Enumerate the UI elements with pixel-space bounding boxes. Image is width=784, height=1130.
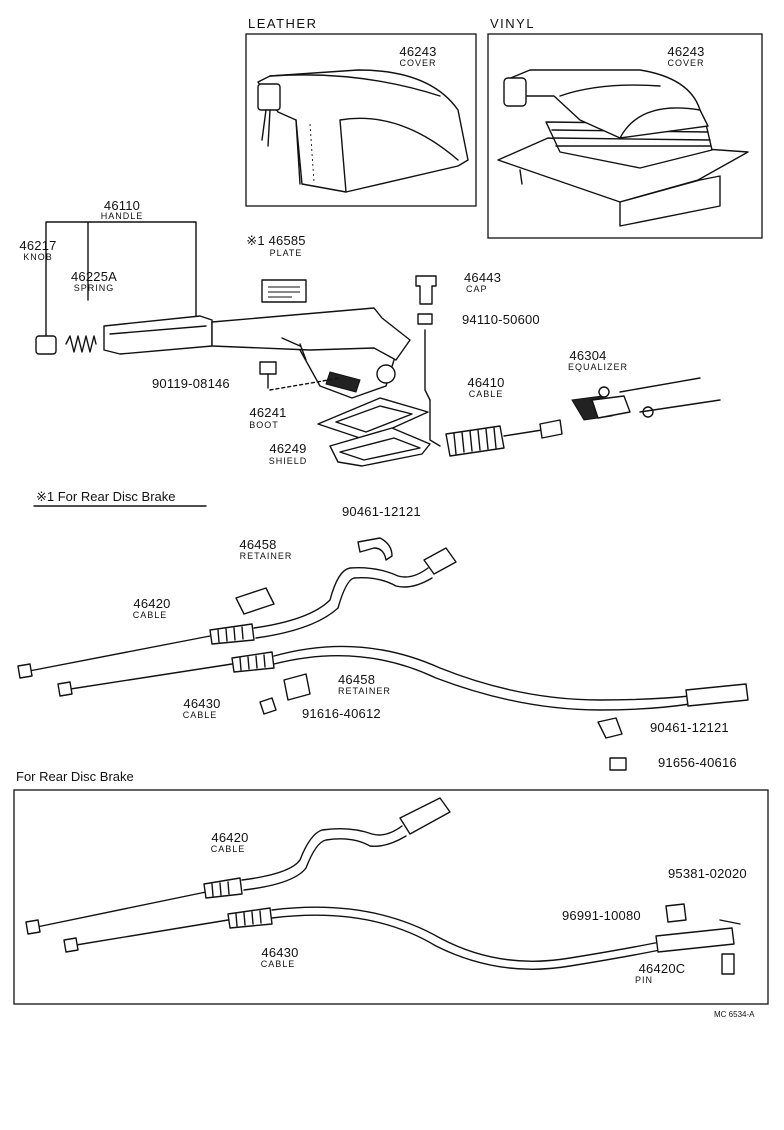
cable-46410-name: CABLE (468, 389, 504, 399)
cable-46430-name: CABLE (182, 710, 218, 720)
cover-leather-number: 46243 (399, 44, 437, 59)
cable-46410-number: 46410 (467, 375, 505, 390)
diagram-code: MC 6534-A (714, 1010, 755, 1019)
clamp-right-number: 90461-12121 (650, 720, 729, 735)
rear-disc-note: ※1 For Rear Disc Brake (36, 489, 176, 504)
rd-pin-46420c-number: 46420C (638, 961, 686, 976)
vinyl-cover-box (487, 33, 763, 239)
standard-cables (17, 537, 749, 771)
rd-cable-46420-number: 46420 (211, 830, 249, 845)
rd-cable-46420-name: CABLE (210, 844, 246, 854)
cable-46430-number: 46430 (183, 696, 221, 711)
leather-cover-box (245, 33, 477, 207)
boot-number: 46241 (249, 405, 287, 420)
bolt-91656-number: 91656-40616 (658, 755, 737, 770)
equalizer-name: EQUALIZER (567, 362, 629, 372)
cap-name: CAP (466, 284, 488, 294)
bolt-91616-number: 91616-40612 (302, 706, 381, 721)
handle-assembly (35, 221, 721, 467)
rear-disc-section-header: For Rear Disc Brake (16, 769, 134, 784)
spring-number: 46225A (70, 269, 118, 284)
rd-pin-46420c-name: PIN (634, 975, 654, 985)
plate-name: PLATE (269, 248, 303, 258)
nut-number: 94110-50600 (462, 312, 540, 327)
shield-name: SHIELD (268, 456, 308, 466)
rd-clip-96991-number: 96991-10080 (562, 908, 641, 923)
cover-vinyl-name: COVER (667, 58, 705, 68)
rear-disc-box (13, 789, 769, 1005)
shield-number: 46249 (269, 441, 307, 456)
knob-number: 46217 (19, 238, 57, 253)
vinyl-header: VINYL (490, 16, 536, 31)
retainer-top-name: RETAINER (239, 551, 293, 561)
rd-cable-46430-name: CABLE (260, 959, 296, 969)
cap-number: 46443 (464, 270, 502, 285)
spring-name: SPRING (73, 283, 115, 293)
handle-name: HANDLE (100, 211, 144, 221)
knob-name: KNOB (23, 252, 53, 262)
cover-vinyl-number: 46243 (667, 44, 705, 59)
retainer-mid-number: 46458 (338, 672, 376, 687)
retainer-mid-name: RETAINER (338, 686, 391, 696)
equalizer-number: 46304 (569, 348, 607, 363)
retainer-top-number: 46458 (239, 537, 277, 552)
boot-name: BOOT (249, 420, 279, 430)
rd-pin-95381-number: 95381-02020 (668, 866, 747, 881)
clamp-top-number: 90461-12121 (342, 504, 421, 519)
handle-number: 46110 (103, 198, 141, 213)
leather-header: LEATHER (248, 16, 318, 31)
cover-leather-name: COVER (399, 58, 437, 68)
rd-cable-46430-number: 46430 (261, 945, 299, 960)
cable-46420-number: 46420 (133, 596, 171, 611)
cable-46420-name: CABLE (132, 610, 168, 620)
plate-number: ※1 46585 (246, 233, 306, 248)
bolt-number: 90119-08146 (152, 376, 230, 391)
